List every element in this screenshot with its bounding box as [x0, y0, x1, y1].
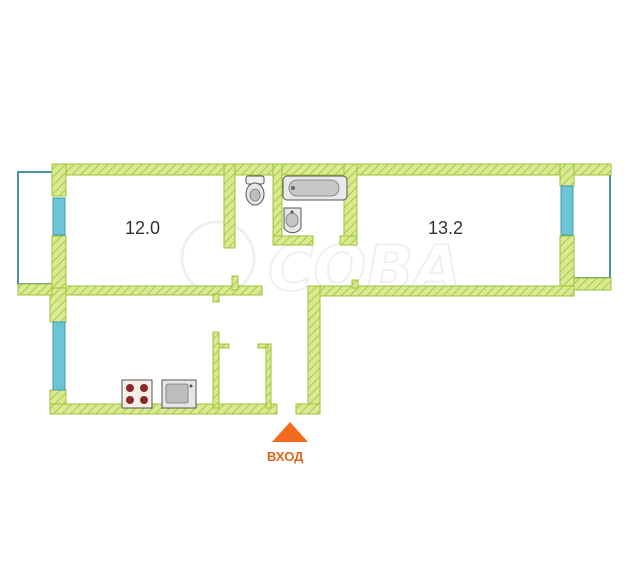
- room-area-right: 13.2: [428, 218, 463, 238]
- window-right-room: [560, 185, 574, 236]
- balcony-right: [574, 173, 611, 279]
- toilet-icon: [245, 175, 265, 206]
- window-kitchen: [52, 321, 66, 391]
- balcony-left: [17, 171, 52, 285]
- walls: [17, 163, 612, 415]
- sink-icon: [283, 207, 302, 234]
- window-left-room: [52, 197, 66, 236]
- kitchen-sink-icon: [161, 379, 197, 409]
- entrance-label: ВХОД: [267, 449, 304, 464]
- room-area-left: 12.0: [125, 218, 160, 238]
- bathtub-icon: [282, 175, 348, 201]
- entrance-marker: ВХОД: [267, 422, 308, 464]
- windows: [52, 185, 574, 391]
- stove-icon: [121, 379, 153, 409]
